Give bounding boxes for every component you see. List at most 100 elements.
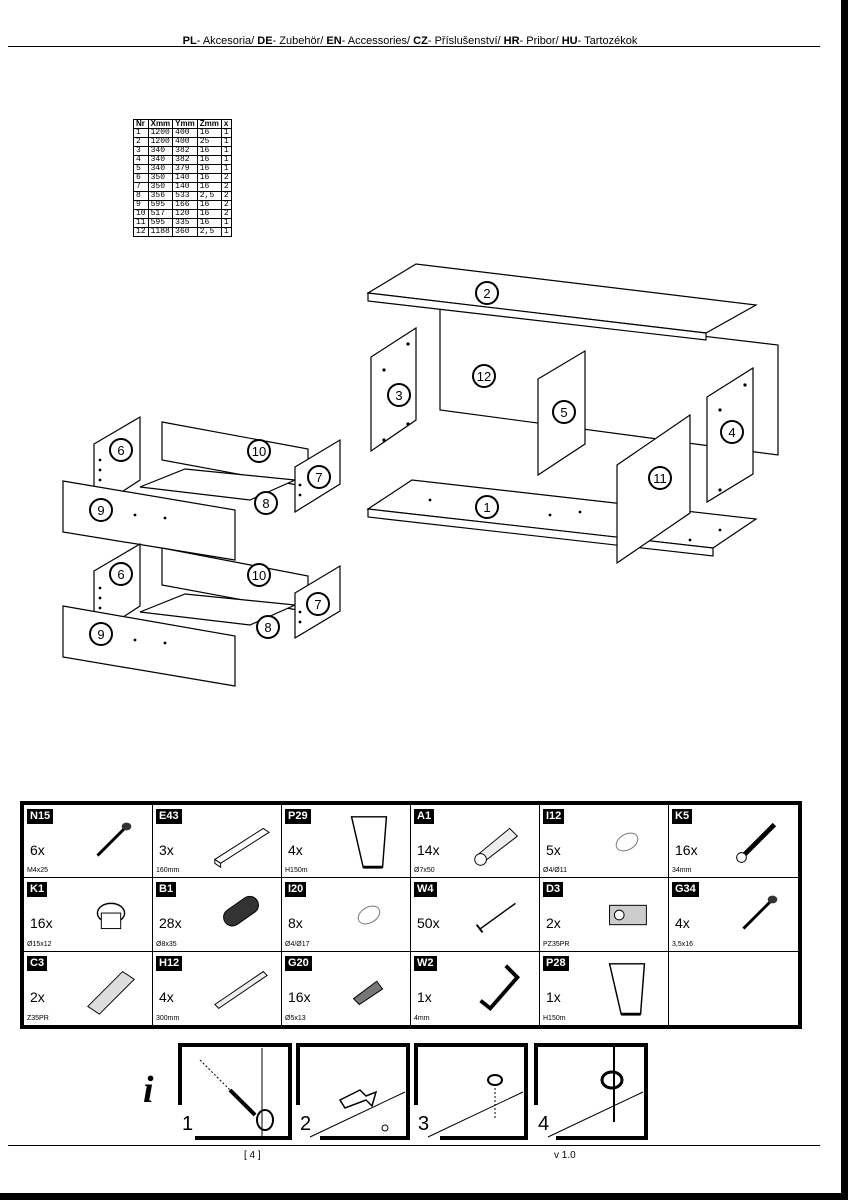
accessory-spec: H150m (543, 1015, 566, 1022)
accessory-code: N15 (27, 809, 54, 824)
header-lang-code: DE (257, 35, 273, 47)
drawer1-label-6: 6 (109, 438, 133, 462)
screw-icon (742, 895, 778, 930)
ring-icon (357, 905, 381, 925)
accessory-spec: 34mm (672, 867, 692, 875)
screw-icon (96, 822, 132, 857)
leg-icon (608, 962, 646, 1016)
accessory-code: W4 (414, 882, 437, 898)
ring-icon (615, 832, 639, 852)
svg-text:8: 8 (264, 620, 271, 635)
hinge-icon (609, 905, 647, 926)
page-frame-bottom (0, 1193, 848, 1200)
small-plug-icon (352, 980, 384, 1005)
label-2: 2 (475, 281, 499, 305)
accessory-code: B1 (156, 882, 177, 898)
svg-text:9: 9 (97, 503, 104, 518)
drawer1-label-7: 7 (307, 465, 331, 489)
accessory-quantity: 2x (30, 988, 45, 1005)
drawer2-label-6: 6 (109, 562, 133, 586)
accessory-quantity: 1x (546, 988, 561, 1005)
header-lang-text: - Příslušenství/ (427, 35, 504, 47)
accessory-code: P28 (543, 955, 569, 971)
svg-text:11: 11 (653, 471, 667, 486)
accessory-quantity: 2x (546, 915, 561, 932)
accessory-spec: Ø15x12 (27, 940, 52, 948)
svg-text:10: 10 (252, 568, 266, 583)
page-number: [ 4 ] (244, 1150, 261, 1161)
cam-lock-icon (96, 902, 126, 930)
accessory-cell-k5: K5 16x 34mm (669, 805, 798, 879)
accessory-spec: Ø8x35 (156, 940, 177, 948)
header-rule (8, 46, 820, 47)
svg-text:1: 1 (483, 500, 490, 515)
header-lang-code: HR (503, 35, 520, 47)
nail-icon (475, 903, 516, 934)
svg-text:7: 7 (314, 597, 321, 612)
drawer2-label-8: 8 (256, 615, 280, 639)
accessory-code: W2 (414, 955, 437, 971)
info-icon: i (143, 1069, 154, 1111)
accessory-code: I12 (543, 809, 565, 824)
accessory-quantity: 16x (288, 988, 311, 1005)
wall-plug-icon (474, 827, 519, 866)
accessory-spec: M4x25 (27, 867, 49, 875)
table-cell: 2,5 (196, 227, 222, 237)
accessory-code: D3 (543, 882, 564, 898)
step-3-label: 3 (418, 1113, 429, 1135)
header-lang-code: EN (326, 35, 342, 47)
exploded-assembly-drawing: 2 3 12 5 4 11 1 6 10 7 8 9 6 10 7 8 9 (62, 263, 779, 687)
leg-icon (350, 816, 388, 869)
step-1-label: 1 (182, 1113, 193, 1135)
svg-text:10: 10 (252, 444, 266, 459)
accessory-code: G34 (672, 882, 699, 898)
accessory-spec: Ø7x50 (414, 867, 435, 875)
accessory-spec: H150m (285, 867, 308, 875)
accessory-code: P29 (285, 809, 311, 824)
accessory-quantity: 14x (417, 842, 440, 858)
dowel-icon (223, 896, 259, 927)
header-title: PL- Akcesoria/ DE- Zubehör/ EN- Accessor… (0, 35, 820, 47)
drawer1-label-10: 10 (247, 439, 271, 463)
assembly-steps: 1 2 3 4 (178, 1043, 648, 1140)
header-lang-text: - Zubehör/ (272, 35, 327, 47)
svg-text:12: 12 (477, 369, 491, 384)
panel-2-top-edge (367, 292, 707, 341)
accessory-quantity: 6x (30, 842, 45, 858)
rail-icon (213, 827, 270, 869)
accessory-code: A1 (414, 809, 435, 824)
accessory-quantity: 3x (159, 842, 174, 858)
svg-text:3: 3 (395, 388, 402, 403)
connector-bolt-icon (736, 822, 777, 863)
label-4: 4 (720, 420, 744, 444)
accessory-spec: PZ35PR (543, 940, 570, 948)
header-lang-code: CZ (413, 35, 428, 47)
svg-text:9: 9 (97, 627, 104, 642)
header-lang-code: HU (561, 35, 578, 47)
header-lang-text: - Pribor/ (519, 35, 562, 47)
drawer2-label-7: 7 (306, 592, 330, 616)
step-4-label: 4 (538, 1113, 549, 1135)
accessory-code: G20 (285, 955, 312, 971)
accessory-quantity: 8x (288, 915, 303, 932)
accessory-quantity: 16x (675, 842, 698, 858)
accessory-code: K5 (672, 809, 693, 824)
drawer2-label-10: 10 (247, 563, 271, 587)
svg-text:5: 5 (560, 405, 567, 420)
